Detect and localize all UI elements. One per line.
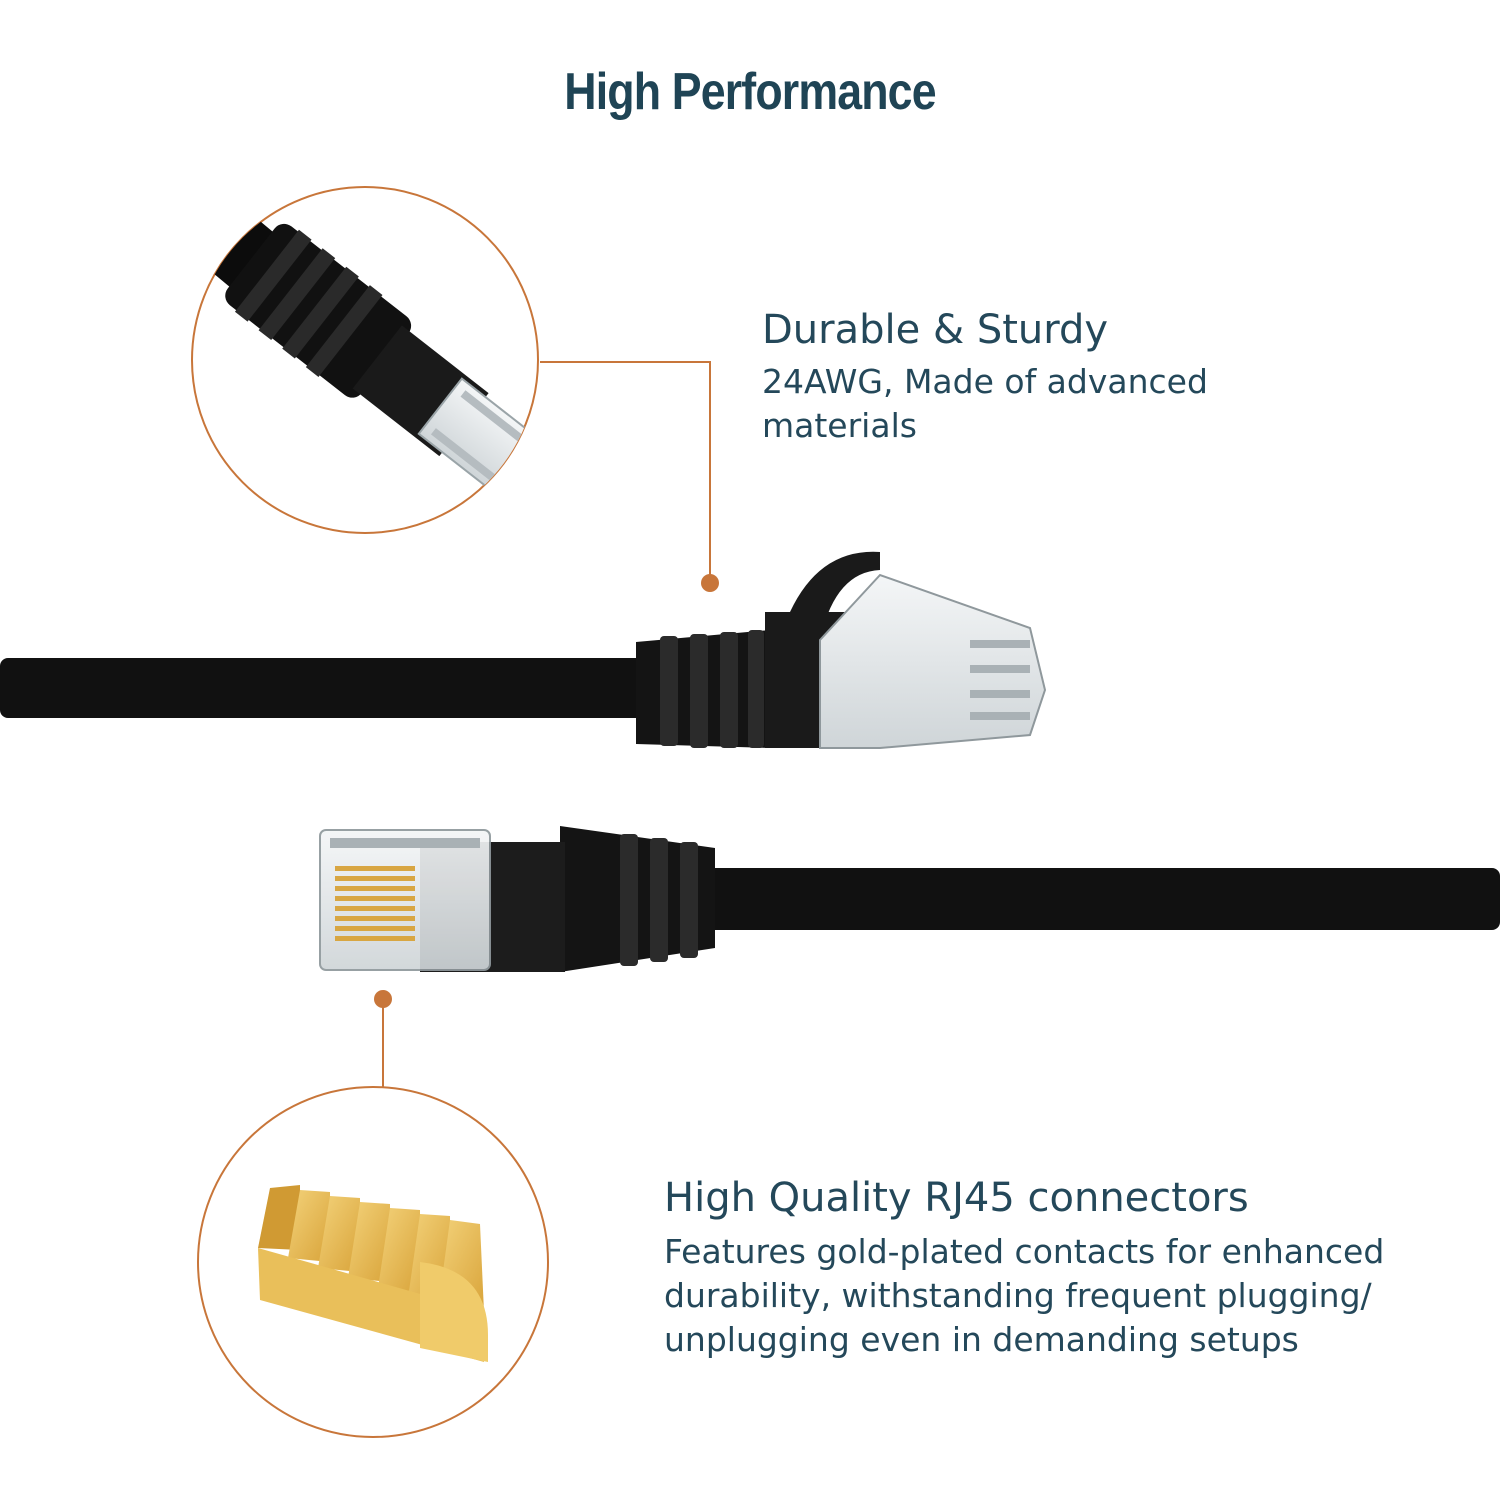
- feature-description: Features gold-plated contacts for enhanc…: [664, 1232, 1385, 1359]
- callout-dot-bottom: [374, 990, 392, 1008]
- feature-durable: Durable & Sturdy 24AWG, Made of advanced…: [762, 302, 1282, 448]
- gold-contacts-closeup-image: [197, 1086, 549, 1438]
- feature-description: 24AWG, Made of advanced materials: [762, 362, 1208, 445]
- callout-line-top: [540, 361, 719, 592]
- callout-line-bottom: [374, 990, 392, 1090]
- rj45-plug-closeup-image: [191, 186, 539, 534]
- callout-dot-top: [701, 574, 719, 592]
- feature-heading: High Quality RJ45 connectors: [664, 1175, 1249, 1221]
- page-title: High Performance: [564, 63, 936, 121]
- feature-heading: Durable & Sturdy: [762, 307, 1109, 353]
- bottom-cable-plug: [319, 826, 1500, 972]
- top-cable-plug: [0, 551, 1047, 749]
- feature-connectors: High Quality RJ45 connectors Features go…: [664, 1170, 1454, 1362]
- gold-pins: [335, 866, 415, 941]
